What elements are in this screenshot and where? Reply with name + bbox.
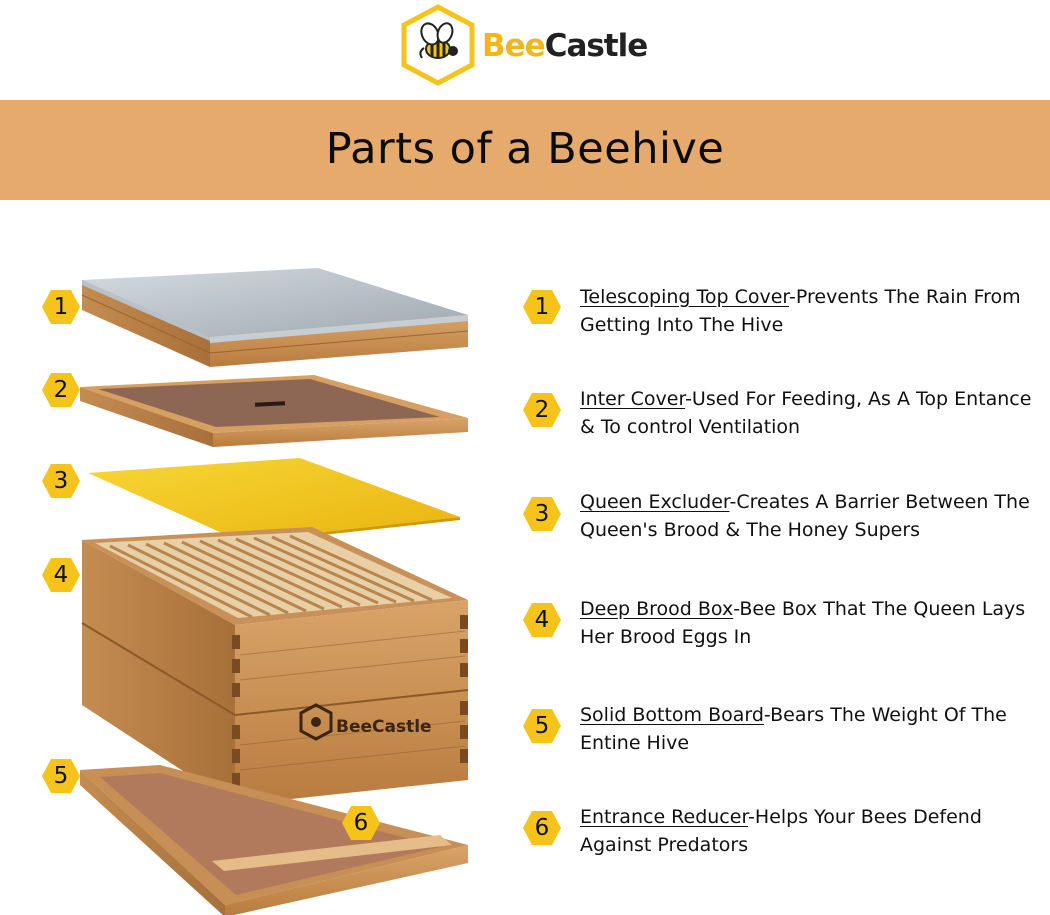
entrance-reducer-drawing <box>212 835 452 871</box>
part-text: -Creates A Barrier Between The Queen's B… <box>580 491 1030 541</box>
title-banner: Parts of a Beehive <box>0 100 1050 200</box>
part-number-badge-6: 6 <box>522 810 562 846</box>
top-cover-drawing <box>81 268 469 367</box>
part-description-3: Queen Excluder-Creates A Barrier Between… <box>580 488 1040 544</box>
part-term: Entrance Reducer <box>580 806 749 828</box>
badge-6: 6 <box>341 805 381 841</box>
part-term: Deep Brood Box <box>580 598 734 620</box>
part-text: -Bears The Weight Of The Entine Hive <box>580 704 1007 754</box>
bee-hexagon-icon <box>401 4 475 86</box>
badge-3: 3 <box>41 463 81 499</box>
part-term: Queen Excluder <box>580 491 730 513</box>
box-brand-stamp: BeeCastle <box>336 717 432 737</box>
part-term: Telescoping Top Cover <box>580 286 790 308</box>
page-title: Parts of a Beehive <box>325 124 725 174</box>
brood-box-drawing: BeeCastle <box>81 527 469 805</box>
part-description-4: Deep Brood Box-Bee Box That The Queen La… <box>580 595 1040 651</box>
part-number-badge-5: 5 <box>522 708 562 744</box>
part-term: Solid Bottom Board <box>580 704 764 726</box>
bottom-board-drawing <box>80 765 468 915</box>
part-term: Inter Cover <box>580 388 686 410</box>
badge-5: 5 <box>41 758 81 794</box>
part-text: -Used For Feeding, As A Top Entance & To… <box>580 388 1032 438</box>
badge-1: 1 <box>41 289 81 325</box>
beehive-illustration: BeeCastle 1 2 3 4 5 6 <box>0 255 520 915</box>
part-number-badge-1: 1 <box>522 289 562 325</box>
part-text: -Prevents The Rain From Getting Into The… <box>580 286 1021 336</box>
brand-logo: BeeCastle <box>398 4 658 88</box>
part-number-badge-3: 3 <box>522 496 562 532</box>
inner-cover-drawing <box>80 375 468 447</box>
badge-4: 4 <box>41 557 81 593</box>
part-description-1: Telescoping Top Cover-Prevents The Rain … <box>580 283 1040 339</box>
badge-2: 2 <box>41 372 81 408</box>
part-text: -Bee Box That The Queen Lays Her Brood E… <box>580 598 1026 648</box>
part-number-badge-2: 2 <box>522 392 562 428</box>
part-number-badge-4: 4 <box>522 602 562 638</box>
part-text: -Helps Your Bees Defend Against Predator… <box>580 806 982 856</box>
brand-name: BeeCastle <box>482 28 648 64</box>
part-description-2: Inter Cover-Used For Feeding, As A Top E… <box>580 385 1040 441</box>
part-description-5: Solid Bottom Board-Bears The Weight Of T… <box>580 701 1040 757</box>
part-description-6: Entrance Reducer-Helps Your Bees Defend … <box>580 803 1040 859</box>
